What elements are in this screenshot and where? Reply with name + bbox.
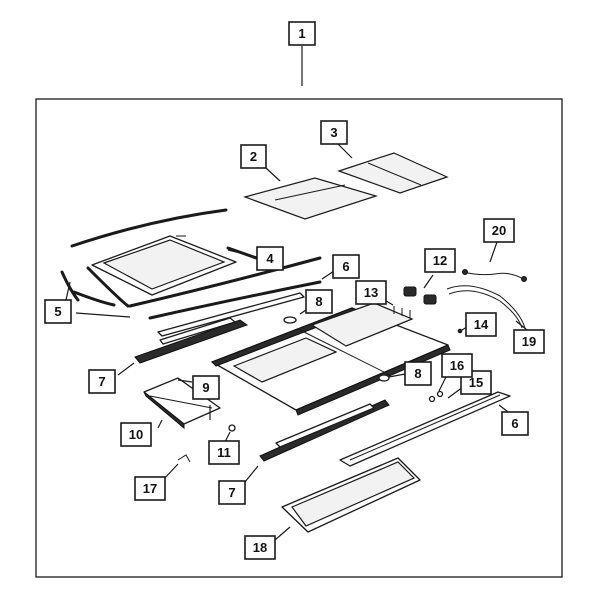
svg-text:11: 11 — [217, 445, 231, 460]
svg-text:19: 19 — [522, 334, 536, 349]
svg-text:6: 6 — [511, 416, 518, 431]
callout-5: 5 — [44, 299, 72, 324]
screw-11 — [228, 424, 236, 432]
svg-text:7: 7 — [228, 485, 235, 500]
svg-text:8: 8 — [315, 294, 322, 309]
svg-text:13: 13 — [364, 285, 378, 300]
callout-8-lower: 8 — [404, 361, 432, 386]
sunroof-motor — [393, 286, 437, 318]
leader-19 — [515, 320, 528, 331]
leader-18 — [274, 526, 291, 541]
track-rail-right — [259, 399, 390, 462]
assembly-frame — [35, 98, 563, 578]
callout-2: 2 — [240, 144, 267, 169]
svg-text:18: 18 — [253, 540, 267, 555]
callout-10: 10 — [120, 422, 152, 447]
leader-5a — [65, 281, 71, 301]
svg-text:9: 9 — [202, 380, 209, 395]
spring-clip-17 — [177, 454, 191, 463]
leader-8b — [388, 373, 406, 378]
callout-13: 13 — [355, 280, 387, 305]
callout-16: 16 — [441, 353, 473, 378]
sunroof-cassette-assembly — [211, 302, 451, 416]
leader-5b — [75, 312, 131, 318]
leader-8a — [299, 309, 307, 315]
leader-10 — [157, 419, 163, 429]
svg-text:7: 7 — [98, 374, 105, 389]
callout-1: 1 — [288, 21, 316, 46]
svg-text:12: 12 — [433, 253, 447, 268]
rear-glass-panel — [337, 152, 449, 194]
leader-4 — [227, 249, 258, 258]
leader-2 — [265, 167, 281, 182]
svg-text:8: 8 — [414, 366, 421, 381]
svg-text:14: 14 — [474, 317, 489, 332]
callout-19: 19 — [513, 329, 545, 354]
leader-20 — [489, 241, 498, 263]
callout-14: 14 — [465, 312, 497, 337]
svg-text:15: 15 — [469, 375, 483, 390]
svg-text:1: 1 — [298, 26, 305, 41]
leader-16 — [438, 376, 447, 392]
wind-deflector — [143, 377, 221, 430]
svg-text:20: 20 — [492, 223, 506, 238]
track-rail-left — [134, 317, 249, 364]
callout-3: 3 — [320, 120, 348, 145]
svg-text:17: 17 — [143, 481, 157, 496]
callout-7-upper: 7 — [88, 369, 116, 394]
svg-text:4: 4 — [266, 251, 274, 266]
callout-17: 17 — [134, 476, 166, 501]
svg-text:6: 6 — [342, 259, 349, 274]
leader-7a — [117, 362, 135, 376]
svg-text:3: 3 — [330, 125, 337, 140]
callout-9: 9 — [192, 375, 220, 400]
svg-text:2: 2 — [250, 149, 257, 164]
sunshade — [281, 457, 421, 533]
callout-12: 12 — [424, 248, 456, 273]
drain-hose-harness — [446, 269, 527, 329]
front-glass-panel — [243, 177, 379, 220]
callout-8-upper: 8 — [305, 289, 333, 314]
callout-11: 11 — [208, 440, 240, 465]
leader-12 — [423, 274, 434, 289]
svg-text:10: 10 — [129, 427, 143, 442]
clip-upper — [283, 316, 297, 324]
callout-6-upper: 6 — [332, 254, 360, 279]
svg-text:5: 5 — [54, 304, 61, 319]
leader-9a — [177, 379, 193, 383]
bumper-16 — [428, 390, 444, 403]
deflector-strip-upper — [148, 280, 322, 337]
clip-14 — [457, 328, 463, 334]
leader-3 — [337, 143, 353, 159]
clip-lower — [378, 374, 390, 382]
rear-trim-strip — [339, 391, 511, 467]
callout-6-lower: 6 — [501, 411, 529, 436]
callout-20: 20 — [483, 218, 515, 243]
callout-18: 18 — [244, 535, 276, 560]
svg-text:16: 16 — [450, 358, 464, 373]
callout-4: 4 — [256, 246, 284, 271]
callout-7-lower: 7 — [218, 480, 246, 505]
leader-7b — [244, 465, 259, 483]
